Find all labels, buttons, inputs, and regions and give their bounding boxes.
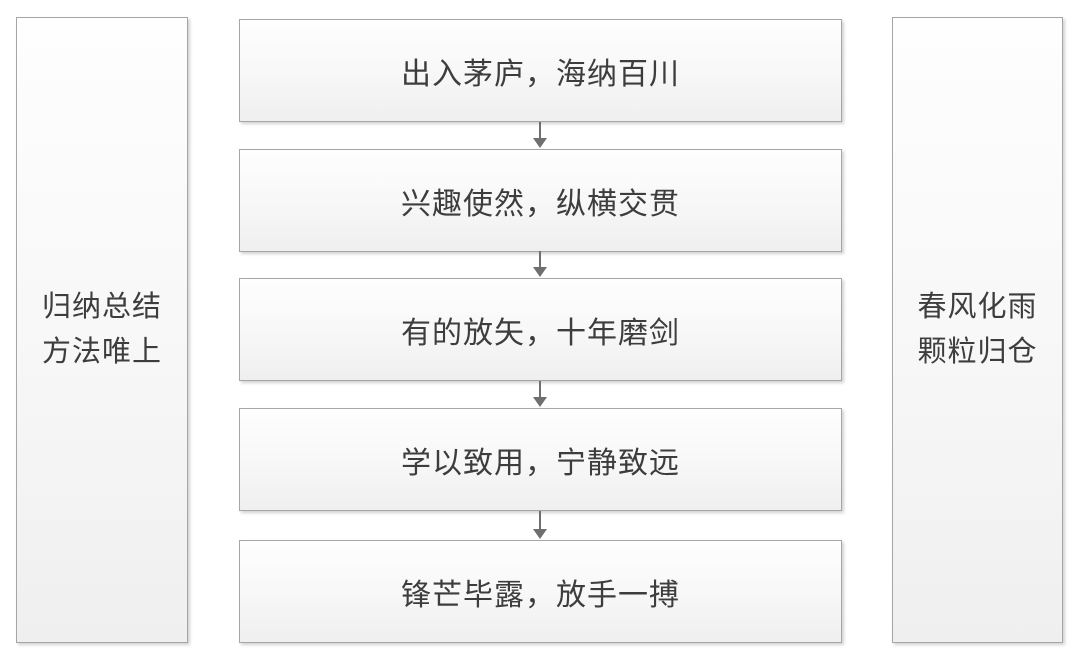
arrow-head-icon [533,529,547,539]
arrow-head-icon [533,267,547,277]
step-box-3: 有的放矢，十年磨剑 [239,278,842,381]
left-panel-line-2: 方法唯上 [41,336,162,368]
arrow-line [539,511,541,529]
step-label-2: 兴趣使然，纵横交贯 [401,187,680,221]
right-panel-box: 春风化雨 颗粒归仓 [892,17,1063,643]
arrow-line [539,251,541,267]
left-panel-text: 归纳总结 方法唯上 [42,285,162,375]
arrow-head-icon [533,138,547,148]
right-panel-text: 春风化雨 颗粒归仓 [917,285,1037,375]
arrow-line [539,381,541,397]
down-arrow-2 [533,251,547,277]
arrow-head-icon [533,397,547,407]
step-box-4: 学以致用，宁静致远 [239,408,842,511]
step-box-2: 兴趣使然，纵横交贯 [239,149,842,252]
right-panel-line-2: 颗粒归仓 [917,336,1038,368]
left-panel-box: 归纳总结 方法唯上 [16,17,188,643]
arrow-line [539,122,541,138]
step-box-5: 锋芒毕露，放手一搏 [239,540,842,643]
down-arrow-3 [533,381,547,407]
step-label-5: 锋芒毕露，放手一搏 [401,578,680,612]
left-panel-line-1: 归纳总结 [41,291,162,324]
step-box-1: 出入茅庐，海纳百川 [239,19,842,122]
step-label-3: 有的放矢，十年磨剑 [401,316,680,350]
down-arrow-4 [533,511,547,539]
right-panel-line-1: 春风化雨 [917,291,1038,324]
step-label-1: 出入茅庐，海纳百川 [401,57,680,91]
step-label-4: 学以致用，宁静致远 [401,446,680,480]
down-arrow-1 [533,122,547,148]
